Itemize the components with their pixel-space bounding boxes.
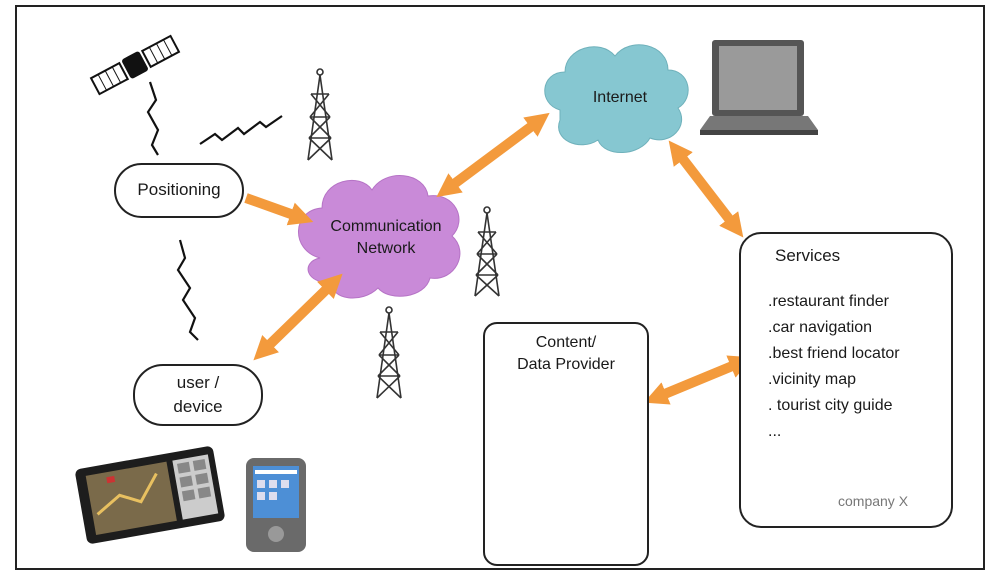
arrow-internet-services	[668, 140, 744, 238]
content-provider-label-line2: Data Provider	[517, 356, 615, 373]
internet-label: Internet	[592, 89, 648, 106]
content-provider-label-line1: Content/	[535, 334, 597, 351]
positioning-label: Positioning	[137, 180, 221, 199]
communication-network-cloud	[298, 175, 461, 299]
satellite-icon	[89, 34, 181, 96]
user-device-label-line1: user /	[176, 373, 220, 392]
services-title: Services	[775, 246, 841, 265]
laptop-icon	[700, 40, 818, 135]
service-item: .best friend locator	[768, 345, 900, 362]
arrow-network-internet	[436, 112, 550, 198]
arrow-positioning-to-network	[244, 193, 314, 226]
pda-icon	[246, 458, 306, 552]
services-list: .restaurant finder .car navigation .best…	[768, 289, 900, 445]
communication-network-label-line1: Communication	[330, 218, 442, 235]
antenna-tower-icon	[307, 68, 500, 399]
positioning-node	[114, 163, 244, 218]
services-footer: company X	[838, 493, 909, 509]
arrow-user-network	[253, 273, 343, 361]
arrow-provider-services	[643, 355, 754, 405]
communication-network-label-line2: Network	[356, 240, 416, 257]
service-item: ...	[768, 423, 782, 440]
content-provider-node	[483, 322, 649, 566]
internet-cloud	[544, 44, 689, 153]
user-device-node	[133, 364, 263, 426]
service-item: .restaurant finder	[768, 293, 889, 310]
car-navigation-device-icon	[75, 446, 225, 544]
service-item: . tourist city guide	[768, 397, 893, 414]
service-item: .vicinity map	[768, 371, 857, 388]
service-item: .car navigation	[768, 319, 873, 336]
services-node	[739, 232, 953, 528]
arrows	[244, 112, 754, 405]
lightning-signal-icon	[146, 81, 283, 341]
user-device-label-line2: device	[173, 397, 223, 416]
